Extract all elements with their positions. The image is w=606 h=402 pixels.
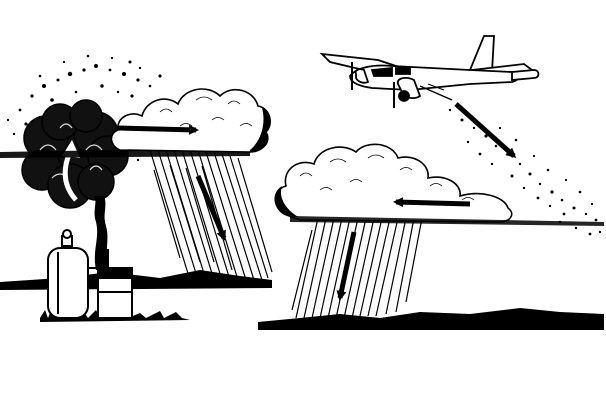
right-cloud-dark-edge — [274, 186, 300, 218]
right-cloud-base — [290, 216, 604, 226]
airplane-tail-fin — [468, 35, 495, 73]
aircraft-dispersal-arrow-icon — [454, 102, 517, 159]
ground-generator-scene — [0, 54, 273, 322]
airplane-icon — [319, 35, 540, 108]
propane-tank — [47, 247, 89, 319]
right-rain-shaft — [291, 217, 423, 319]
left-seeding-particles — [6, 54, 162, 162]
ground-generator-icon — [47, 229, 133, 319]
generator-chimney — [101, 249, 109, 271]
left-precip-arrow-icon — [195, 175, 227, 241]
right-flow-arrow-icon — [393, 197, 471, 208]
right-ground-hills — [258, 308, 604, 330]
left-rain-shaft — [149, 149, 273, 281]
left-cumulus-cloud — [110, 88, 271, 153]
left-flow-arrow-icon — [117, 124, 199, 135]
right-precip-arrow-icon — [336, 231, 357, 301]
left-cloud-base — [0, 150, 250, 158]
left-ground-hills — [0, 270, 272, 290]
right-cumulus-cloud — [274, 143, 513, 223]
airplane-seeding-flare — [511, 69, 540, 81]
aircraft-seeding-scene — [258, 35, 604, 330]
right-cloud-shading — [299, 154, 475, 201]
left-cloud-dark-edge — [250, 108, 271, 152]
aircraft-seeding-particles — [448, 108, 602, 236]
